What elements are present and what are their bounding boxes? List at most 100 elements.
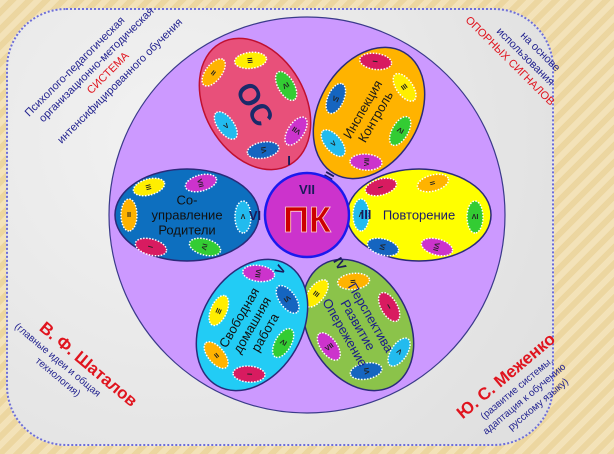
chip: II (201, 58, 227, 87)
chip-ellipse (201, 58, 227, 87)
petal-label: управление (151, 208, 222, 223)
chip-ellipse (388, 115, 412, 147)
chip-ellipse (233, 51, 268, 70)
center-circle (263, 171, 351, 259)
chip-label: VI (331, 95, 340, 104)
chip-label: II (428, 181, 436, 187)
chip-ellipse (364, 177, 398, 197)
chip-label: V (240, 212, 245, 219)
chip: IV (271, 327, 295, 359)
chip-label: IV (396, 125, 406, 135)
chip: I (364, 177, 398, 197)
chip-ellipse (466, 200, 484, 234)
chip-label: VII (364, 158, 372, 167)
petal-label: Родители (158, 223, 215, 238)
chip-ellipse (132, 177, 166, 197)
chip: IV (388, 115, 412, 147)
chip-ellipse (242, 264, 276, 283)
chip-label: III (311, 290, 320, 299)
chip: V (234, 200, 252, 234)
chip-label: VI (261, 146, 269, 154)
chip-label: IV (471, 212, 478, 219)
chip-label: VII (291, 125, 302, 136)
chip: VII (184, 173, 218, 193)
center-numeral: VII (299, 182, 315, 197)
chip-ellipse (203, 341, 229, 370)
chip-label: VI (377, 243, 385, 251)
chip: II (203, 341, 229, 370)
chip-ellipse (416, 173, 450, 193)
chip-label: VII (195, 178, 204, 188)
chip-label: II (348, 279, 355, 284)
chip: I (377, 291, 401, 323)
chip: VII (242, 264, 276, 283)
chip-ellipse (387, 337, 411, 367)
chip: I (359, 52, 393, 71)
chip-label: III (399, 82, 408, 91)
petal-numeral: III (361, 207, 372, 222)
chip-label: I (146, 245, 153, 249)
chip-ellipse (184, 173, 218, 193)
chip-ellipse (234, 200, 252, 234)
chip-label: III (245, 57, 253, 64)
petal-numeral: VI (249, 208, 261, 223)
chip: II (336, 272, 371, 291)
chip: VII (349, 153, 383, 171)
chip-label: III (214, 307, 222, 316)
petal-label: Повторение (383, 208, 455, 223)
chip: V (320, 129, 346, 158)
petal-numeral: I (287, 153, 291, 168)
chip-label: VII (431, 242, 440, 252)
chip-label: V (330, 140, 338, 149)
chip: VI (366, 237, 400, 257)
chip-label: VII (324, 342, 335, 353)
chip: VI (349, 361, 383, 381)
chip-label: IV (279, 337, 289, 347)
petal-label: Со- (177, 193, 198, 208)
chip-ellipse (359, 52, 393, 71)
chip: III (233, 51, 268, 70)
chip: VII (284, 116, 308, 146)
chip-label: III (143, 184, 151, 192)
chip-label: V (223, 122, 231, 131)
center-node: VII ПК (263, 171, 351, 259)
chip-ellipse (377, 291, 401, 323)
chip: V (352, 198, 370, 232)
chip: IV (466, 200, 484, 234)
chip: IV (274, 70, 298, 102)
chip-label: II (209, 70, 216, 78)
chip-ellipse (352, 198, 370, 232)
chip-ellipse (420, 237, 454, 257)
chip-label: IV (281, 80, 291, 90)
chip-label: I (376, 186, 383, 190)
chip-label: V (396, 346, 404, 355)
chip-label: IV (199, 243, 208, 252)
chip-ellipse (366, 237, 400, 257)
chip-label: I (247, 373, 254, 375)
chip-label: I (371, 60, 378, 63)
chip-label: VI (364, 367, 372, 375)
chip-label: I (386, 302, 391, 309)
center-label: ПК (283, 199, 332, 240)
chip: VI (325, 82, 347, 115)
chip-ellipse (349, 361, 383, 381)
chip: II (416, 173, 450, 193)
chip-label: VI (282, 293, 292, 303)
chip-label: II (213, 352, 221, 360)
chip-ellipse (336, 272, 371, 291)
chip-ellipse (320, 129, 346, 158)
chip-label: VII (253, 269, 261, 278)
chip: VI (275, 284, 300, 314)
chip-label: II (127, 210, 131, 217)
chip: II (120, 198, 138, 232)
chip: V (387, 337, 411, 367)
chip-ellipse (271, 327, 295, 359)
chip-ellipse (274, 70, 298, 102)
